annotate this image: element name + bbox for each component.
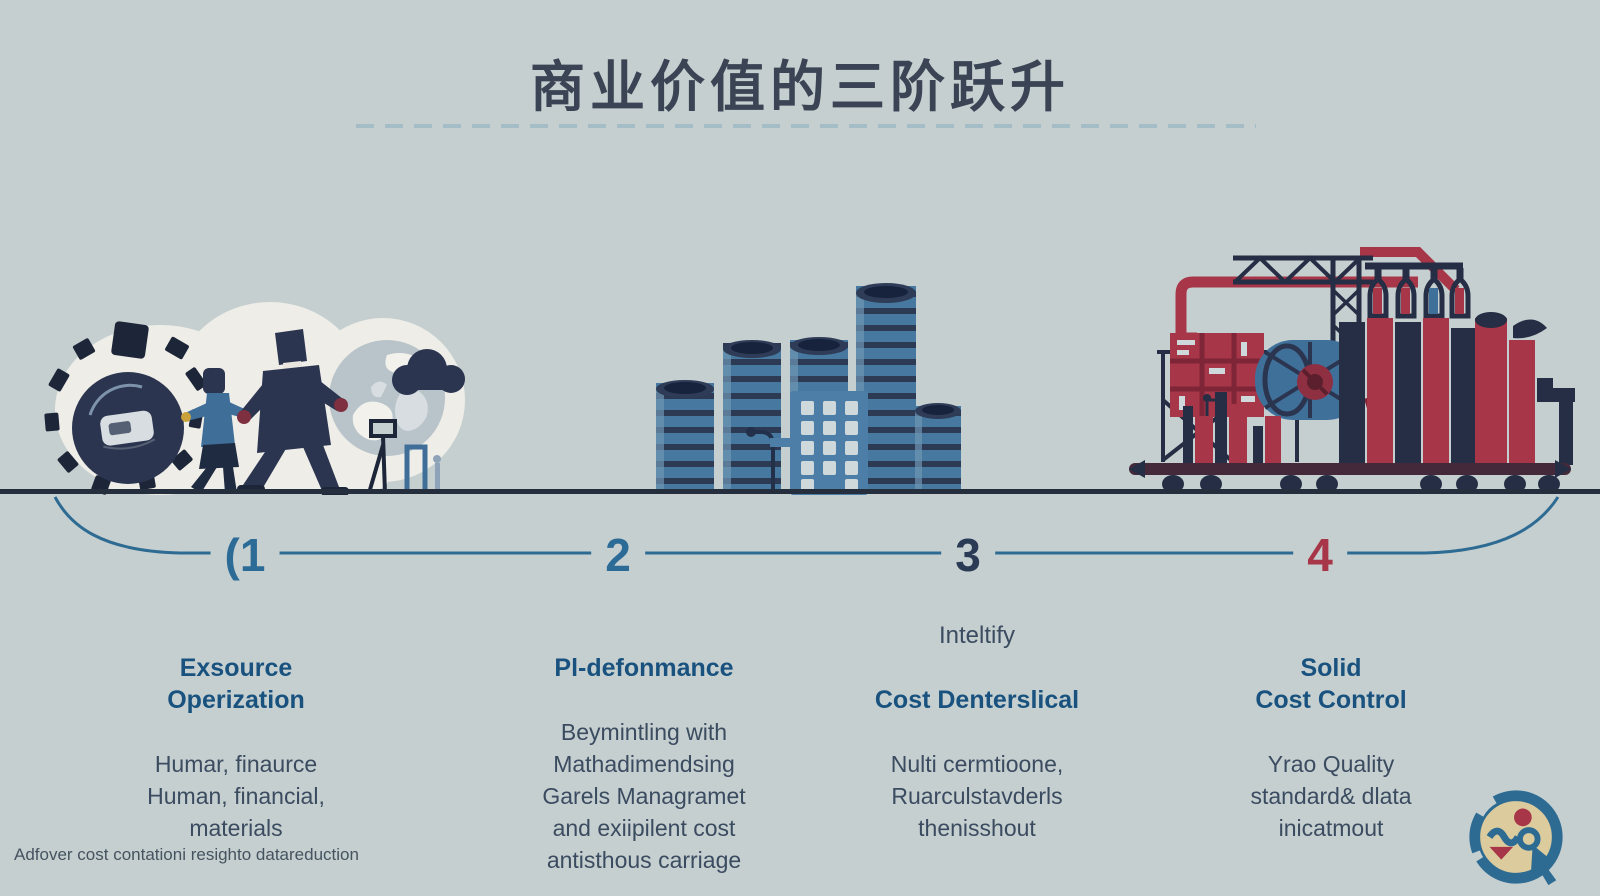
stage-1-number: (1 xyxy=(210,530,280,580)
silo-columns-icon xyxy=(1339,312,1575,465)
stage-1-title: Exsource Operization xyxy=(167,654,305,714)
coin-stacks-building-icon xyxy=(656,283,961,495)
stage-1-body: Humar, finaurce Human, financial, materi… xyxy=(147,751,325,841)
walking-woman-icon xyxy=(181,368,249,493)
rail-platform-icon xyxy=(1129,460,1571,493)
stage-2-body: Beymintling with Mathadimendsing Garels … xyxy=(542,719,746,873)
coin-stack xyxy=(856,283,916,493)
stage-2-number: 2 xyxy=(591,530,645,580)
people-resources-gear-globe-icon xyxy=(44,302,465,495)
coin-stack xyxy=(915,403,961,493)
gear-resources-icon xyxy=(44,321,207,495)
stage-2-title: Pl-defonmance xyxy=(554,654,734,682)
coin-stack xyxy=(656,380,714,493)
stage-4-text: Solid Cost Control Yrao Quality standard… xyxy=(1161,588,1501,876)
bar-chart-icon xyxy=(1183,392,1281,465)
building-icon xyxy=(770,391,868,495)
factory-crane-machinery-icon xyxy=(1129,247,1575,493)
title-dashed-divider xyxy=(356,124,1256,128)
ground-line xyxy=(0,489,1600,494)
globe-icon xyxy=(329,340,445,456)
stage-1-text: Exsource Operization Humar, finaurce Hum… xyxy=(66,588,406,876)
stage-4-body: Yrao Quality standard& dlata inicatmout xyxy=(1250,751,1412,841)
page-title: 商业价值的三阶跃升 xyxy=(529,56,1070,118)
stage-3-number: 3 xyxy=(941,530,995,580)
bottle-rack-icon xyxy=(1365,262,1471,319)
door-frame-icon xyxy=(404,444,441,493)
timeline-bracket xyxy=(53,496,1560,555)
brand-logo-icon xyxy=(1467,790,1563,886)
tripod-sign-icon xyxy=(367,419,397,494)
footer-caption: Adfover cost contationi resighto datared… xyxy=(14,845,359,864)
stage-3-body: Nulti cermtioone, Ruarculstavderls theni… xyxy=(890,751,1064,841)
crane-truss-icon xyxy=(1157,247,1460,466)
stage-4-number: 4 xyxy=(1293,530,1347,580)
stage-3-title: Cost Denterslical xyxy=(874,686,1080,714)
stage-3-text: Inteltify Cost Denterslical Nulti cermti… xyxy=(807,588,1147,876)
stage-3-pretitle: Inteltify xyxy=(938,622,1016,649)
cloud-icon xyxy=(392,349,465,395)
stage-2-text: Pl-defonmance Beymintling with Mathadime… xyxy=(474,588,814,896)
stage-4-title: Solid Cost Control xyxy=(1255,654,1407,714)
